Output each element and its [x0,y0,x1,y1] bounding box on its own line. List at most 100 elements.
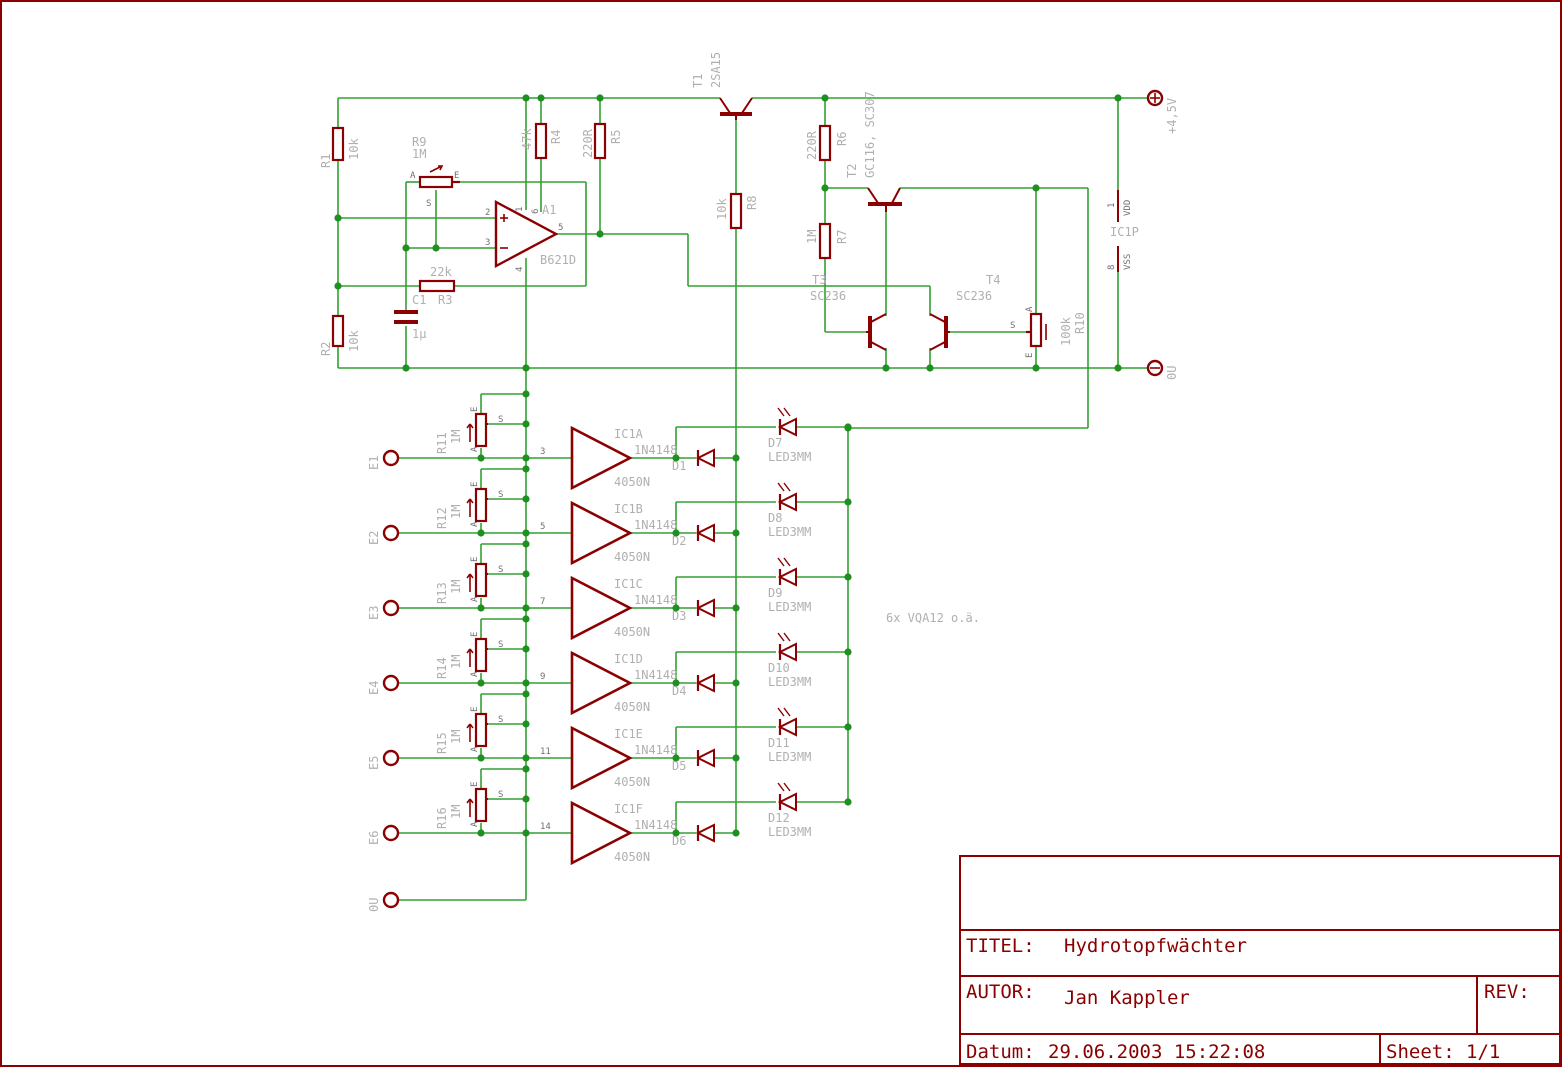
pot-name: R14 [435,657,449,679]
diode-value: 1N4148 [634,818,677,832]
potentiometer [466,412,488,448]
r10-value: 100k [1059,316,1073,346]
potentiometer [466,712,488,748]
input-terminal[interactable] [382,524,400,542]
buffer-4050 [570,575,633,641]
bottom-gnd-terminal[interactable] [382,891,400,909]
pot-a: A [470,596,480,602]
pot-s: S [498,640,503,650]
buffer-value: 4050N [614,625,650,639]
pot-s: S [498,415,503,425]
buffer-value: 4050N [614,850,650,864]
led-value: LED3MM [768,600,811,614]
ic1p-vdd: VDD [1123,200,1133,216]
r10-s: S [1010,321,1015,331]
r1-value: 10k [347,138,361,160]
potentiometer [466,562,488,598]
r5-name: R5 [609,130,623,144]
r8-name: R8 [745,196,759,210]
diode-1n4148 [695,748,715,768]
led-value: LED3MM [768,450,811,464]
r7-value: 1M [805,230,819,244]
input-terminal[interactable] [382,749,400,767]
capacitor-c1 [394,310,418,324]
buffer-input-pin: 3 [540,447,545,457]
led-name: D9 [768,586,782,600]
transistor-t3 [866,313,887,351]
input-terminal[interactable] [382,599,400,617]
diode-value: 1N4148 [634,443,677,457]
a1-value: B621D [540,253,576,267]
pot-value: 1M [449,430,463,444]
pot-e: E [470,632,480,637]
bottom-gnd-label: 0U [367,898,381,912]
buffer-name: IC1C [614,577,643,591]
resistor-r2 [331,314,345,348]
t3-value: SC236 [810,289,846,303]
pot-a: A [470,521,480,527]
input-terminal[interactable] [382,824,400,842]
pot-name: R13 [435,582,449,604]
input-label: E6 [367,831,381,845]
diode-name: D6 [672,834,686,848]
buffer-input-pin: 11 [540,747,551,757]
resistor-r3 [418,279,456,293]
r2-name: R2 [319,342,333,356]
opamp-pin1: 1 [515,207,525,212]
input-terminal[interactable] [382,674,400,692]
pot-a: A [470,671,480,677]
led-value: LED3MM [768,750,811,764]
r9-name: R9 [412,135,426,149]
buffer-4050 [570,425,633,491]
led-value: LED3MM [768,825,811,839]
r3-value: 22k [430,265,452,279]
diode-1n4148 [695,673,715,693]
pot-value: 1M [449,805,463,819]
resistor-r7 [818,222,832,260]
datum-value: 29.06.2003 15:22:08 [1048,1041,1265,1063]
t4-value: SC236 [956,289,992,303]
diode-1n4148 [695,448,715,468]
input-label: E5 [367,756,381,770]
r9-value: 1M [412,147,426,161]
opamp-pin6: 6 [531,209,541,214]
led-name: D7 [768,436,782,450]
buffer-name: IC1B [614,502,643,516]
buffer-input-pin: 5 [540,522,545,532]
r9-e: E [454,171,459,181]
buffer-value: 4050N [614,700,650,714]
ic1p-name: IC1P [1110,225,1139,239]
t2-name: T2 [845,164,859,178]
buffer-4050 [570,650,633,716]
pot-name: R15 [435,732,449,754]
led-name: D11 [768,736,790,750]
titel-label: TITEL: [966,935,1035,957]
potentiometer [466,637,488,673]
led-value: LED3MM [768,525,811,539]
r7-name: R7 [835,230,849,244]
input-terminal[interactable] [382,449,400,467]
buffer-value: 4050N [614,550,650,564]
autor-value: Jan Kappler [1064,987,1190,1009]
buffer-4050 [570,500,633,566]
r2-value: 10k [347,330,361,352]
diode-name: D4 [672,684,686,698]
rev-label: REV: [1484,981,1530,1003]
resistor-r4 [534,122,548,160]
potentiometer [466,487,488,523]
r4-name: R4 [549,130,563,144]
pot-name: R11 [435,432,449,454]
potentiometer-r9 [418,175,454,189]
r9-s: S [426,199,431,209]
buffer-4050 [570,800,633,866]
opamp-pin3: 3 [485,238,490,248]
transistor-t4 [929,313,950,351]
input-label: E4 [367,681,381,695]
sheet-label: Sheet: [1386,1041,1455,1063]
r6-name: R6 [835,132,849,146]
t3-name: T3 [812,273,826,287]
